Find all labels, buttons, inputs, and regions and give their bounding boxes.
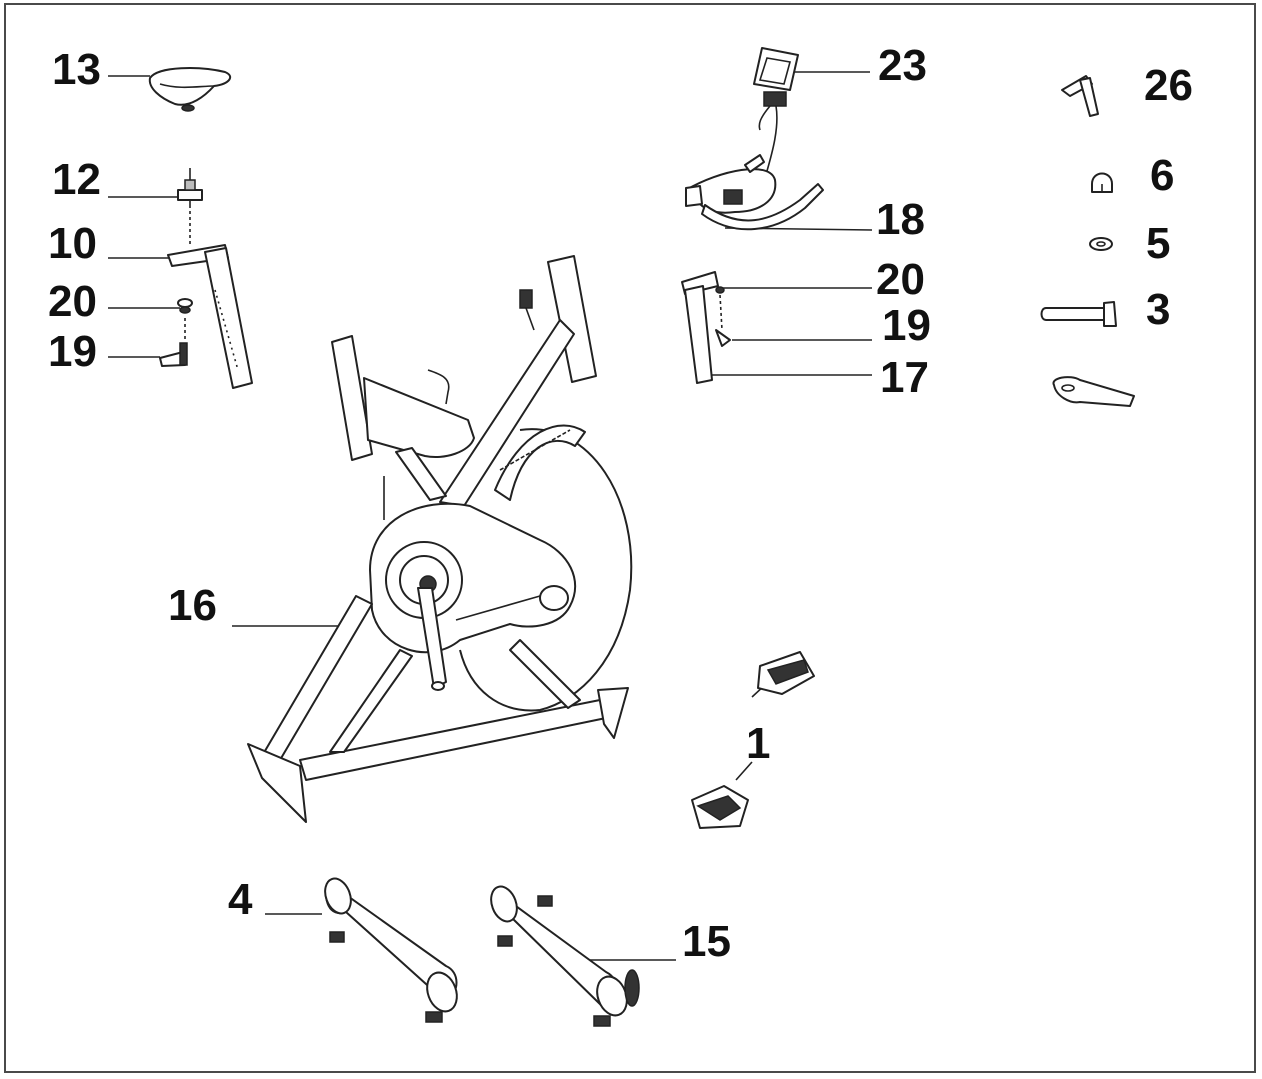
washer-left-part xyxy=(177,298,193,342)
callout-6: 6 xyxy=(1150,151,1175,200)
callout-23: 23 xyxy=(878,41,927,90)
callout-5: 5 xyxy=(1146,219,1171,268)
handlebar-part xyxy=(685,154,824,231)
washer-part xyxy=(1089,237,1113,251)
rear-stabilizer-part xyxy=(490,885,640,1027)
leader-lines xyxy=(108,71,873,961)
callout-20-left: 20 xyxy=(48,277,97,326)
bracket-part xyxy=(1052,376,1135,407)
seat-adjuster-part xyxy=(177,168,203,245)
seat-slider-part xyxy=(167,244,253,389)
callout-15: 15 xyxy=(682,917,731,966)
bolt-part xyxy=(1040,301,1117,327)
handlebar-post-part xyxy=(681,271,731,384)
knob-left-part xyxy=(159,342,188,367)
main-frame-part xyxy=(247,255,633,823)
pedals-part xyxy=(691,651,815,829)
callout-19-left: 19 xyxy=(48,327,97,376)
callout-17: 17 xyxy=(880,353,929,402)
leader-1-bottom xyxy=(735,761,753,781)
callout-1: 1 xyxy=(746,719,771,768)
callout-10: 10 xyxy=(48,219,97,268)
callout-13: 13 xyxy=(52,45,101,94)
hex-key-part xyxy=(1061,75,1099,117)
callout-16: 16 xyxy=(168,581,217,630)
callout-26: 26 xyxy=(1144,61,1193,110)
callout-20-right: 20 xyxy=(876,255,925,304)
cap-nut-part xyxy=(1091,172,1113,193)
callout-12: 12 xyxy=(52,155,101,204)
callout-18: 18 xyxy=(876,195,925,244)
seat-part xyxy=(148,67,232,112)
callout-3: 3 xyxy=(1146,285,1171,334)
callout-19-right: 19 xyxy=(882,301,931,350)
callout-4: 4 xyxy=(228,875,253,924)
front-stabilizer-part xyxy=(324,877,458,1023)
